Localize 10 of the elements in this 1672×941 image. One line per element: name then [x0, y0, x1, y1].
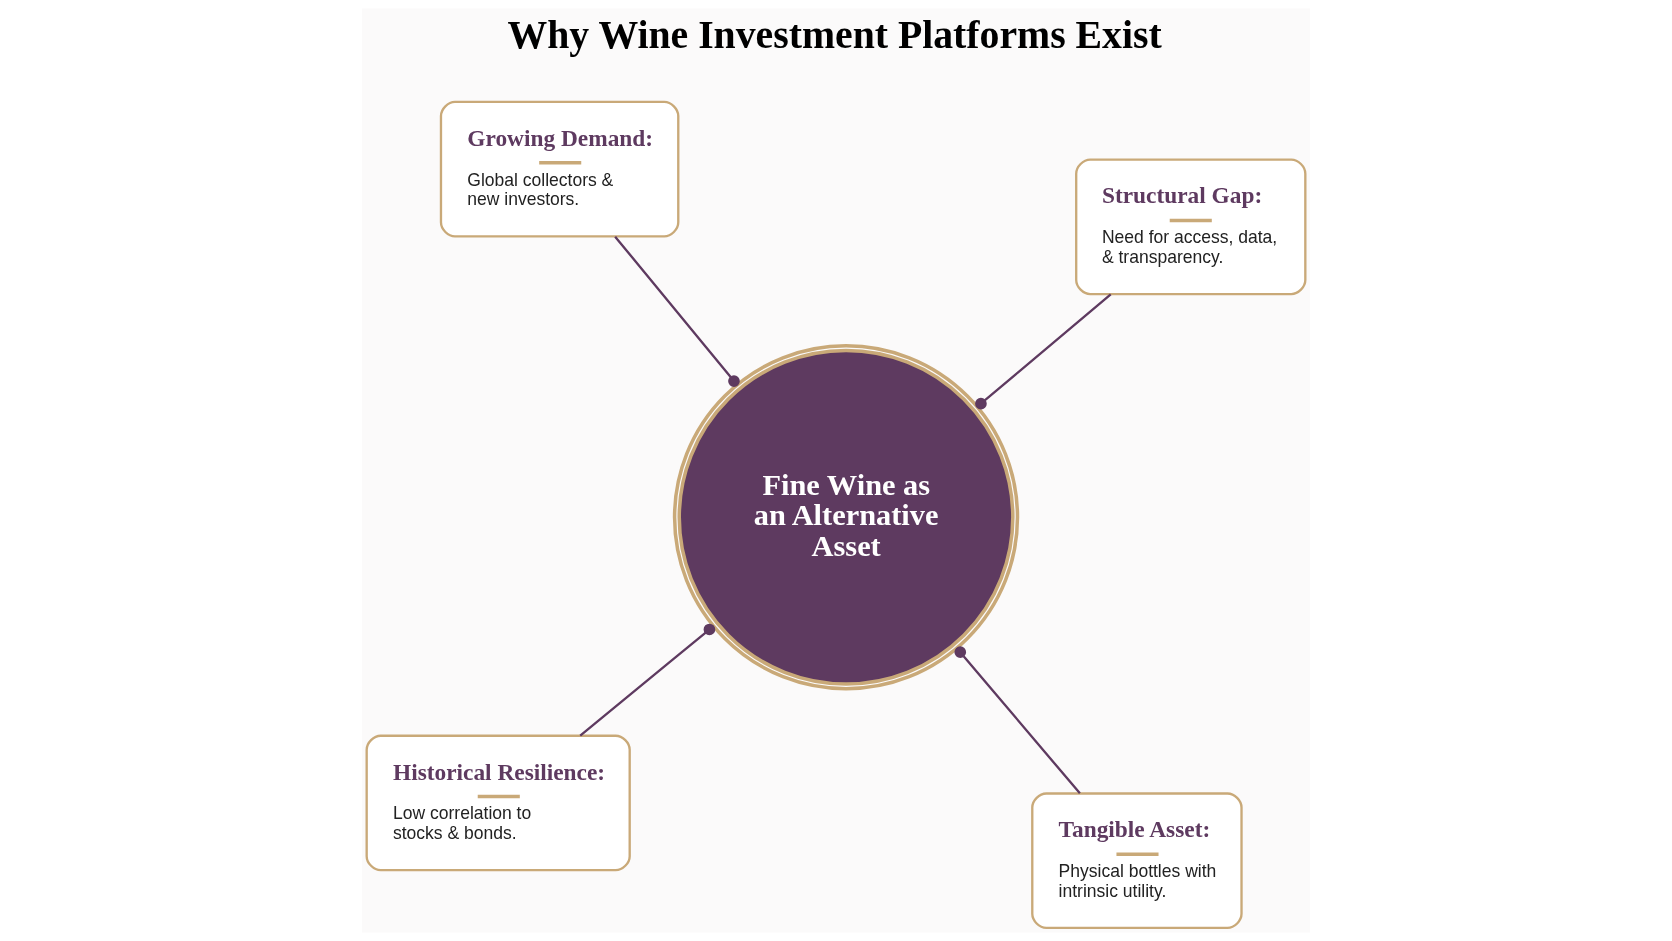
connector [579, 623, 716, 737]
connector [614, 235, 740, 387]
node-box: Historical Resilience: Low correlation to stocks & bonds. [365, 734, 631, 872]
node-box: Structural Gap: Need for access, data, & transparency. [1075, 158, 1307, 296]
node-circle: Fine Wine as an Alternative Asset [672, 344, 1020, 691]
node-box: Growing Demand: Global collectors & new investors. [439, 100, 680, 238]
node-box: Tangible Asset: Physical bottles with intrinsic utility. [1031, 792, 1243, 930]
diagram-title: Why Wine Investment Platforms Exist [507, 13, 1162, 58]
connector [975, 293, 1112, 410]
connector [954, 646, 1081, 795]
